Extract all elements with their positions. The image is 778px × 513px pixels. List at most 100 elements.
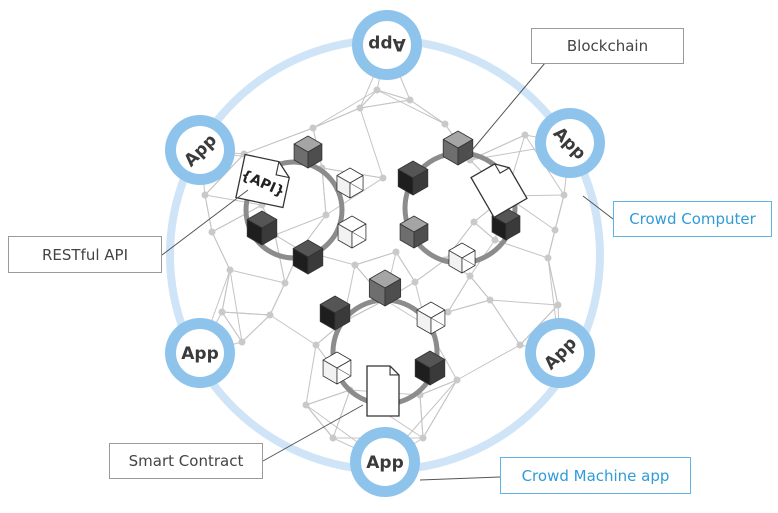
network-node xyxy=(351,261,359,269)
network-node xyxy=(486,296,494,304)
mesh-link xyxy=(376,89,446,125)
network-node xyxy=(201,191,209,199)
network-node xyxy=(441,120,449,128)
mesh-link xyxy=(414,259,446,283)
mesh-link xyxy=(376,89,411,101)
mesh-link xyxy=(321,167,327,216)
network-node xyxy=(329,434,337,442)
app-node-label: App xyxy=(181,344,219,364)
leader-line xyxy=(467,62,546,156)
mesh-link xyxy=(305,404,334,439)
cube xyxy=(319,295,351,331)
mesh-link xyxy=(305,389,351,406)
app-node: App xyxy=(165,115,235,185)
mesh-link xyxy=(305,344,317,406)
cube xyxy=(491,207,521,241)
mesh-link xyxy=(332,389,351,439)
mesh-link xyxy=(204,194,213,233)
mesh-link xyxy=(547,229,556,259)
network-node xyxy=(544,254,552,262)
mesh-link xyxy=(359,89,378,109)
mesh-link xyxy=(229,269,243,343)
mesh-link xyxy=(419,379,458,396)
network-node xyxy=(521,131,529,139)
mesh-link xyxy=(447,299,491,313)
mesh-link xyxy=(221,311,271,316)
cube xyxy=(322,351,352,385)
cube xyxy=(336,167,364,199)
mesh-link xyxy=(312,107,361,129)
mesh-link xyxy=(422,379,458,439)
mesh-link xyxy=(274,234,286,284)
cube xyxy=(368,269,402,307)
network-node xyxy=(491,236,499,244)
mesh-link xyxy=(547,257,559,306)
blockchain-label: Blockchain xyxy=(531,28,684,64)
mesh-link xyxy=(211,204,263,233)
network-node xyxy=(309,124,317,132)
mesh-link xyxy=(473,221,496,241)
network-node xyxy=(470,218,478,226)
network-node xyxy=(266,311,274,319)
network-node xyxy=(560,191,568,199)
mesh-link xyxy=(554,194,565,231)
network-node xyxy=(322,211,330,219)
app-node: App xyxy=(525,318,595,388)
network-node xyxy=(218,308,226,316)
app-node-label: App xyxy=(366,453,404,473)
crowd-machine-app-label: Crowd Machine app xyxy=(500,457,691,494)
mesh-link xyxy=(274,214,327,236)
cube xyxy=(337,215,367,249)
network-node xyxy=(226,266,234,274)
mesh-link xyxy=(409,99,446,125)
mesh-link xyxy=(469,275,491,301)
mesh-link xyxy=(241,314,271,343)
network-node xyxy=(444,308,452,316)
network-node xyxy=(516,341,524,349)
leader-line xyxy=(262,404,364,462)
leader-line xyxy=(582,195,614,220)
mesh-link xyxy=(204,194,263,206)
network-node xyxy=(392,248,400,256)
smart-contract-label: Smart Contract xyxy=(109,443,263,479)
network-node xyxy=(554,301,562,309)
network-node xyxy=(551,226,559,234)
network-node xyxy=(208,228,216,236)
app-node: App xyxy=(165,318,235,388)
cube xyxy=(292,239,324,275)
api-card-icon: {API} xyxy=(235,153,290,209)
network-node xyxy=(312,341,320,349)
mesh-link xyxy=(489,299,559,306)
network-node xyxy=(281,279,289,287)
blockchain-document-icon xyxy=(470,163,528,219)
network-node xyxy=(411,278,419,286)
mesh-link xyxy=(419,394,424,439)
cube xyxy=(416,301,446,335)
mesh-link xyxy=(447,275,471,313)
network-node xyxy=(419,434,427,442)
app-node: App xyxy=(352,10,422,80)
smart-contract-document-icon xyxy=(366,365,400,417)
network-node xyxy=(238,338,246,346)
network-node xyxy=(379,174,387,182)
mesh-link xyxy=(325,177,384,216)
cube xyxy=(397,160,429,196)
network-node xyxy=(466,272,474,280)
mesh-link xyxy=(395,251,416,283)
cube xyxy=(448,242,476,274)
mesh-link xyxy=(354,251,397,266)
mesh-link xyxy=(456,344,521,381)
mesh-link xyxy=(312,89,378,129)
network-node xyxy=(406,96,414,104)
leader-line xyxy=(161,189,249,256)
mesh-link xyxy=(221,311,243,343)
network-node xyxy=(453,376,461,384)
network-node xyxy=(356,104,364,112)
app-node-label: App xyxy=(368,34,406,54)
leader-line xyxy=(419,476,501,481)
app-node: App xyxy=(535,108,605,178)
network-node xyxy=(302,401,310,409)
crowd-computer-label: Crowd Computer xyxy=(613,201,772,237)
cube xyxy=(399,215,429,249)
